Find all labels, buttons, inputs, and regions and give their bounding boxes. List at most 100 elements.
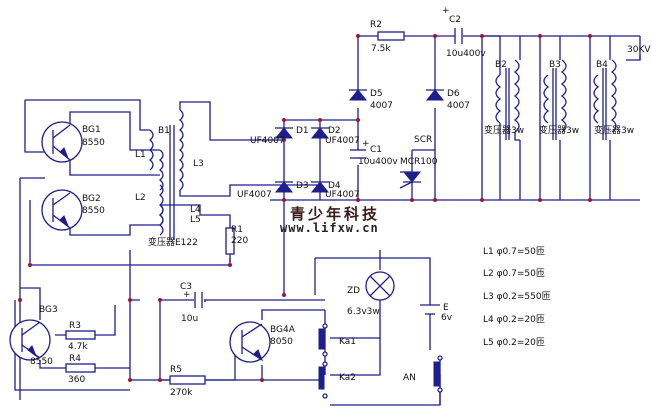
label-e: E	[443, 303, 449, 313]
transistor-bg3	[9, 319, 51, 361]
transistor-bg1	[41, 121, 83, 163]
brand-url: www.lifxw.cn	[280, 221, 379, 235]
label-r1: R1	[231, 225, 243, 235]
diode-d2	[310, 127, 330, 139]
label-r4: R4	[69, 354, 81, 364]
label-d6: D6	[447, 89, 460, 99]
transformer-b4	[593, 55, 641, 140]
note-l2: L2 φ0.7=50匝	[483, 268, 545, 279]
label-xfmr-b4: 变压器3w	[594, 124, 634, 136]
label-xfmr-b3: 变压器3w	[539, 124, 579, 136]
transistor-bg4a	[229, 321, 271, 363]
capacitor-c1	[350, 149, 366, 159]
label-l5: L5	[190, 215, 201, 225]
label-bg2-value: 8550	[82, 206, 105, 216]
label-c3-value: 10u	[181, 314, 198, 324]
note-l5: L5 φ0.2=20匝	[483, 337, 545, 348]
label-zd: ZD	[347, 286, 360, 296]
diode-d5	[348, 89, 368, 101]
label-e-value: 6v	[441, 313, 453, 323]
label-r2: R2	[370, 20, 382, 30]
label-r3: R3	[69, 321, 81, 331]
label-r1-value: 220	[231, 236, 248, 246]
label-zd-value: 6.3v3w	[347, 307, 380, 317]
label-xfmr-b1: 变压器E122	[148, 236, 198, 248]
label-uf4007-1: UF4007	[250, 136, 285, 146]
resistor-r3	[65, 330, 96, 340]
label-c2-plus: +	[442, 6, 450, 16]
junction-dots	[18, 34, 592, 382]
label-bg4a: BG4A	[270, 325, 296, 335]
transformer-b1	[148, 109, 184, 240]
label-d1: D1	[296, 126, 309, 136]
resistor-r4	[65, 363, 96, 373]
label-r5-value: 270k	[170, 388, 193, 398]
label-l2: L2	[135, 193, 146, 203]
label-l1: L1	[135, 150, 146, 160]
resistor-r2	[377, 31, 405, 41]
transformer-b3	[543, 59, 567, 140]
site-watermark: 青少年科技 www.lifxw.cn	[280, 205, 380, 235]
label-r5: R5	[170, 365, 182, 375]
label-r4-value: 360	[68, 375, 85, 385]
push-switch-an	[433, 355, 443, 393]
label-l4: L4	[190, 205, 201, 215]
note-l3: L3 φ0.2=550匝	[483, 291, 551, 302]
resistor-r5	[169, 375, 206, 385]
label-c1: C1	[370, 145, 382, 155]
capacitor-c3	[194, 292, 204, 308]
label-r2-value: 7.5k	[371, 44, 391, 54]
component-labels: R2 7.5k C2 + 10u400v 30KV B2 B3 B4 变压器3w…	[30, 6, 651, 398]
transformer-b2	[495, 36, 520, 200]
brand-chinese: 青少年科技	[290, 205, 380, 223]
label-bg4a-value: 8050	[270, 337, 293, 347]
label-bg3: BG3	[39, 305, 58, 315]
label-c1-value: 10u400v	[358, 157, 398, 167]
relay-ka2	[318, 361, 328, 399]
label-b3: B3	[549, 60, 561, 70]
label-c3-plus: +	[183, 290, 191, 300]
label-uf4007-2: UF4007	[325, 136, 360, 146]
label-ka1: Ka1	[339, 337, 356, 347]
label-xfmr-b2: 变压器3w	[484, 124, 524, 136]
capacitor-c2	[454, 28, 463, 44]
resistor-r1	[225, 227, 235, 255]
label-b4: B4	[596, 60, 608, 70]
winding-notes: L1 φ0.7=50匝 L2 φ0.7=50匝 L3 φ0.2=550匝 L4 …	[483, 246, 551, 348]
label-bg2: BG2	[82, 194, 101, 204]
label-d6-value: 4007	[447, 101, 470, 111]
label-b2: B2	[495, 60, 507, 70]
label-d2: D2	[328, 126, 341, 136]
label-l3: L3	[193, 159, 204, 169]
label-scr: SCR	[414, 135, 432, 145]
label-d5: D5	[370, 89, 383, 99]
label-bg3-value: 8550	[30, 357, 53, 367]
label-an: AN	[403, 373, 416, 383]
relay-ka1	[318, 323, 328, 357]
label-d3: D3	[296, 181, 309, 191]
label-ka2: Ka2	[339, 373, 356, 383]
battery-e	[420, 300, 440, 325]
label-30kv: 30KV	[627, 45, 651, 55]
scr-thyristor	[399, 171, 422, 189]
diode-d4	[310, 181, 330, 193]
label-r3-value: 4.7k	[68, 342, 88, 352]
transistor-bg2	[41, 189, 83, 231]
label-c3: C3	[180, 282, 192, 292]
label-bg1-value: 8550	[82, 138, 105, 148]
label-c2: C2	[449, 15, 461, 25]
lamp-zd	[365, 271, 395, 301]
label-uf4007-4: UF4007	[325, 190, 360, 200]
diode-d6	[425, 89, 445, 101]
label-uf4007-3: UF4007	[237, 190, 272, 200]
label-d4: D4	[328, 181, 341, 191]
label-c2-value: 10u400v	[446, 49, 486, 59]
label-bg1: BG1	[82, 125, 101, 135]
diode-d1	[274, 127, 294, 139]
wires	[14, 35, 641, 406]
label-c1-plus: +	[362, 139, 370, 149]
label-d5-value: 4007	[370, 101, 393, 111]
note-l1: L1 φ0.7=50匝	[483, 246, 545, 257]
note-l4: L4 φ0.2=20匝	[483, 314, 545, 325]
